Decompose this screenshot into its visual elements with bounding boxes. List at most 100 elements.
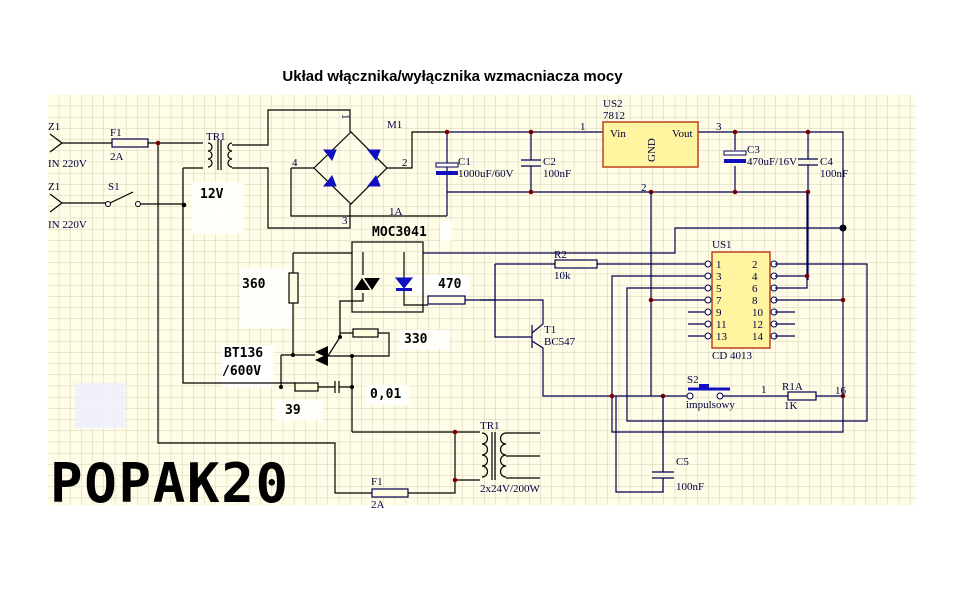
svg-text:1: 1	[339, 114, 351, 120]
ic-pin	[704, 308, 712, 316]
pushbutton-s2: S2 impulsowy 1	[686, 374, 843, 411]
svg-text:GND: GND	[646, 138, 658, 162]
ic-pin-label: 8	[752, 295, 758, 307]
svg-text:S1: S1	[108, 181, 120, 193]
svg-text:R2: R2	[554, 249, 567, 261]
svg-text:T1: T1	[544, 324, 556, 336]
svg-text:C1: C1	[458, 156, 471, 168]
ic-pin-label: 4	[752, 271, 758, 283]
svg-text:4: 4	[292, 157, 298, 169]
svg-text:0,01: 0,01	[370, 387, 401, 402]
svg-text:360: 360	[242, 277, 266, 292]
ic-pin-label: 14	[752, 331, 764, 343]
ic-pin	[704, 320, 712, 328]
switch-s1: S1	[105, 181, 184, 207]
svg-text:10k: 10k	[554, 270, 571, 282]
ic-pin-label: 13	[716, 331, 728, 343]
ic-pin	[704, 296, 712, 304]
resistor-360: 360	[242, 252, 352, 355]
svg-text:1K: 1K	[784, 400, 798, 412]
capacitor-001: 0,01	[318, 381, 401, 402]
svg-text:C3: C3	[747, 144, 760, 156]
svg-text:TR1: TR1	[480, 420, 500, 432]
ic-pin-label: 7	[716, 295, 722, 307]
input-label: IN 220V	[48, 158, 87, 170]
svg-text:MOC3041: MOC3041	[372, 225, 427, 240]
svg-text:F1: F1	[110, 127, 122, 139]
svg-text:CD 4013: CD 4013	[712, 350, 753, 362]
svg-text:F1: F1	[371, 476, 383, 488]
svg-text:470: 470	[438, 277, 462, 292]
svg-text:1: 1	[761, 384, 767, 396]
svg-text:R1A: R1A	[782, 381, 803, 393]
transformer-tr1-small: TR1 12V	[200, 131, 233, 202]
svg-text:M1: M1	[387, 119, 402, 131]
transformer-tr1-main: TR1 2x24V/200W	[352, 420, 541, 495]
svg-text:470uF/16V: 470uF/16V	[747, 156, 797, 168]
bridge-rectifier-m1: M1 1 2 3 4 1A	[290, 114, 447, 227]
svg-text:2A: 2A	[371, 499, 385, 511]
svg-text:Vout: Vout	[672, 128, 693, 140]
svg-text:2: 2	[402, 157, 408, 169]
popak20-logo: POPAK20	[50, 452, 290, 515]
capacitor-c4: C4 100nF	[798, 132, 848, 280]
input-ref: Z1	[48, 181, 60, 193]
optocoupler-moc3041: MOC3041	[339, 225, 428, 337]
ic-pin	[704, 272, 712, 280]
resistor-330: 330	[352, 328, 428, 347]
svg-text:100nF: 100nF	[676, 481, 704, 493]
svg-text:BT136: BT136	[224, 346, 263, 361]
capacitor-c2: C2 100nF	[521, 132, 571, 192]
svg-text:330: 330	[404, 332, 428, 347]
resistor-r1a: R1A 1K 16	[782, 381, 847, 412]
ic-pin-label: 3	[716, 271, 722, 283]
svg-text:C2: C2	[543, 156, 556, 168]
svg-text:1: 1	[580, 121, 586, 133]
svg-text:US2: US2	[603, 98, 623, 110]
ic-pin-label: 12	[752, 319, 763, 331]
ic-pin-label: 1	[716, 259, 722, 271]
svg-text:/600V: /600V	[222, 364, 261, 379]
ic-pin-label: 11	[716, 319, 727, 331]
svg-text:16: 16	[835, 385, 847, 397]
svg-text:3: 3	[716, 121, 722, 133]
capacitor-c5: C5 100nF	[615, 396, 704, 493]
diagram-title: Układ włącznika/wyłącznika wzmacniacza m…	[282, 68, 623, 85]
fuse-f1-bottom: F1 2A	[371, 476, 409, 511]
svg-text:1A: 1A	[389, 206, 403, 218]
ic-pin	[704, 284, 712, 292]
input-label: IN 220V	[48, 219, 87, 231]
ic-pin-label: 2	[752, 259, 758, 271]
svg-text:Vin: Vin	[610, 128, 626, 140]
transistor-t1: T1 BC547	[480, 299, 690, 397]
svg-text:S2: S2	[687, 374, 699, 386]
svg-text:100nF: 100nF	[820, 168, 848, 180]
svg-text:3: 3	[342, 215, 348, 227]
ic-pin	[704, 332, 712, 340]
ic-pin-label: 9	[716, 307, 722, 319]
svg-text:2: 2	[641, 182, 647, 194]
capacitor-c3: C3 470uF/16V	[723, 132, 797, 192]
svg-text:C4: C4	[820, 156, 833, 168]
svg-text:1000uF/60V: 1000uF/60V	[458, 168, 514, 180]
ic-pin-label: 10	[752, 307, 764, 319]
svg-text:BC547: BC547	[544, 336, 576, 348]
svg-text:39: 39	[285, 403, 301, 418]
svg-text:US1: US1	[712, 239, 732, 251]
ic-pin-label: 6	[752, 283, 758, 295]
voltage-label: 12V	[200, 187, 224, 202]
svg-text:C5: C5	[676, 456, 689, 468]
svg-text:2x24V/200W: 2x24V/200W	[480, 483, 541, 495]
regulator-us2: US2 7812 Vin Vout GND 1 3 2	[580, 98, 722, 194]
svg-text:2A: 2A	[110, 151, 124, 163]
svg-text:7812: 7812	[603, 110, 625, 122]
svg-text:100nF: 100nF	[543, 168, 571, 180]
resistor-r2: R2 10k	[494, 249, 705, 338]
ic-pin-label: 5	[716, 283, 722, 295]
capacitor-c1: C1 1000uF/60V	[435, 156, 514, 180]
svg-text:impulsowy: impulsowy	[686, 399, 735, 411]
ic-pin	[704, 260, 712, 268]
input-ref: Z1	[48, 121, 60, 133]
